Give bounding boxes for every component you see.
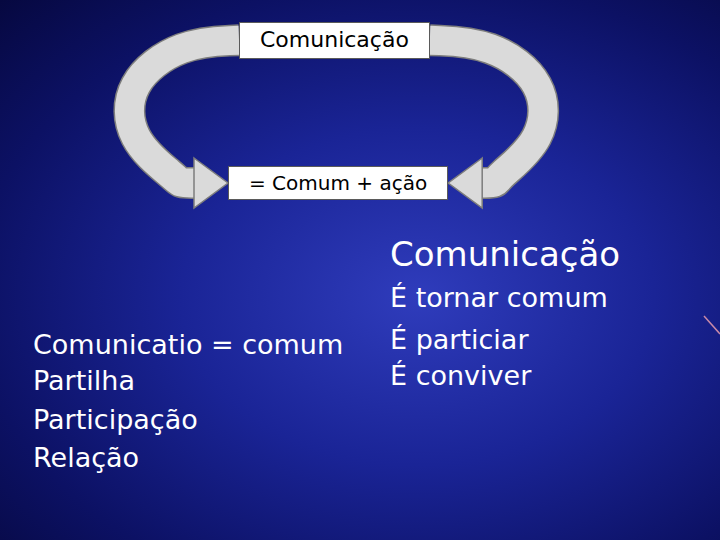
text-box: Comunicação	[239, 22, 430, 59]
bullet-text: Participação	[33, 404, 198, 436]
arrow-head	[194, 158, 228, 208]
band-outline	[129, 40, 239, 183]
bullet-text: Partilha	[33, 365, 135, 397]
heading-text: Comunicação	[390, 234, 620, 275]
bullet-text: Relação	[33, 442, 139, 474]
band-outline	[430, 40, 543, 183]
curved-arrow	[129, 40, 239, 208]
bullet-text: Comunicatio = comum	[33, 329, 343, 361]
bullet-text: É conviver	[390, 360, 531, 392]
box-text: = Comum + ação	[249, 170, 427, 196]
band-fill	[430, 40, 543, 183]
accent-line	[704, 316, 720, 334]
band-fill	[129, 40, 239, 183]
text-box: = Comum + ação	[228, 166, 448, 200]
bullet-text: É particiar	[390, 324, 529, 356]
box-text: Comunicação	[260, 26, 409, 55]
bullet-text: É tornar comum	[390, 282, 608, 314]
arrow-head	[448, 158, 482, 208]
